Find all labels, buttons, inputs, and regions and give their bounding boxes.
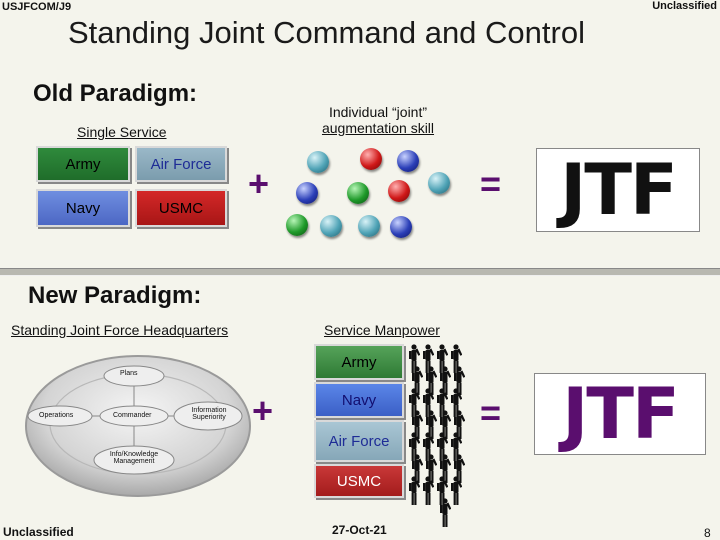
soldier-icon (423, 432, 434, 461)
diagram-node-knowledge-management: Info/Knowledge Management (104, 451, 164, 465)
soldier-icon (423, 344, 434, 373)
diagram-node-knowledge-management-line1: Info/Knowledge (109, 451, 159, 458)
page-number: 8 (704, 526, 711, 540)
ball-teal (358, 215, 380, 237)
ball-teal (307, 151, 329, 173)
soldier-icon (440, 498, 451, 527)
old-paradigm-heading: Old Paradigm: (33, 80, 198, 107)
service-box-army: Army (314, 344, 404, 380)
soldier-icon (440, 366, 451, 395)
soldier-icon (454, 454, 465, 483)
ball-blue (397, 150, 419, 172)
augmentation-label: Individual “joint” augmentation skill (308, 104, 448, 136)
slide-title: Standing Joint Command and Control (68, 15, 585, 50)
ball-green (347, 182, 369, 204)
diagram-node-information-superiority: Information Superiority (184, 407, 234, 421)
soldier-icon (426, 410, 437, 439)
soldier-icon (426, 454, 437, 483)
ball-green (286, 214, 308, 236)
soldier-figures (404, 344, 466, 530)
soldier-icon (454, 366, 465, 395)
service-box-army: Army (36, 146, 130, 182)
plus-sign: + (252, 390, 274, 431)
jtf-result: JTF (534, 373, 706, 455)
service-box-air-force: Air Force (135, 146, 227, 182)
diagram-node-information-superiority-line2: Superiority (192, 414, 226, 421)
service-box-usmc: USMC (314, 464, 404, 498)
soldier-icon (409, 476, 420, 505)
diagram-node-plans: Plans (120, 370, 138, 377)
ball-teal (428, 172, 450, 194)
single-service-label: Single Service (77, 124, 167, 140)
section-divider (0, 268, 720, 276)
sjfhq-ellipse-graphic (25, 355, 251, 497)
sjfhq-diagram: Plans Operations Commander Information S… (22, 348, 254, 500)
plus-sign: + (248, 163, 270, 204)
ball-red (360, 148, 382, 170)
classification-footer: Unclassified (3, 525, 74, 539)
new-paradigm-heading: New Paradigm: (28, 282, 202, 309)
ball-teal (320, 215, 342, 237)
augmentation-label-line2: augmentation skill (321, 120, 435, 136)
diagram-node-knowledge-management-line2: Management (113, 458, 155, 465)
slide-date: 27-Oct-21 (332, 523, 387, 537)
ball-blue (296, 182, 318, 204)
soldier-icon (426, 366, 437, 395)
diagram-node-commander: Commander (113, 412, 152, 419)
soldier-icon (412, 410, 423, 439)
soldier-icon (440, 410, 451, 439)
service-box-navy: Navy (314, 382, 404, 418)
equals-sign: = (480, 163, 502, 204)
jtf-result: JTF (536, 148, 700, 232)
diagram-node-operations: Operations (39, 412, 74, 419)
soldier-icon (412, 366, 423, 395)
equals-sign: = (480, 392, 502, 433)
augmentation-label-line1: Individual “joint” (328, 104, 428, 120)
classification-header-left: USJFCOM/J9 (2, 1, 72, 13)
ball-blue (390, 216, 412, 238)
soldier-icon (423, 476, 434, 505)
service-box-air-force: Air Force (314, 420, 404, 462)
soldier-icon (451, 476, 462, 505)
classification-header-right: Unclassified (652, 0, 717, 12)
service-manpower-label: Service Manpower (324, 322, 440, 338)
soldier-icon (412, 454, 423, 483)
soldier-icon (454, 410, 465, 439)
ball-red (388, 180, 410, 202)
service-box-usmc: USMC (135, 189, 227, 227)
diagram-node-information-superiority-line1: Information (191, 407, 227, 414)
soldier-icon (437, 476, 448, 505)
soldier-icon (440, 454, 451, 483)
sjfhq-label: Standing Joint Force Headquarters (11, 322, 229, 338)
service-box-navy: Navy (36, 189, 130, 227)
